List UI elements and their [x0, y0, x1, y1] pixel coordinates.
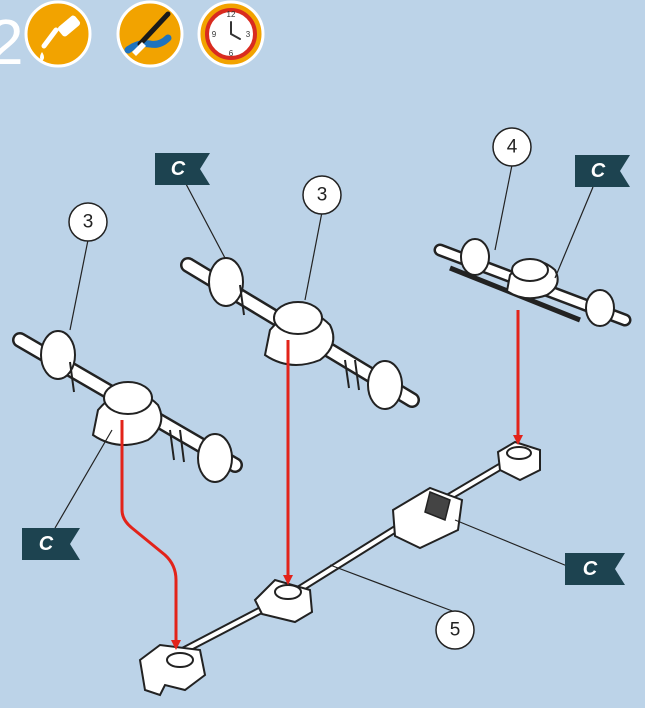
- axle-middle: [180, 257, 420, 410]
- callout-5-label: 5: [450, 620, 461, 641]
- axle-right: [433, 238, 632, 327]
- leader-lines: [54, 164, 594, 613]
- flag-c-top-middle-label: C: [171, 158, 186, 180]
- callout-5: 5: [435, 610, 475, 650]
- callout-3-middle-label: 3: [317, 185, 328, 206]
- callout-3-middle: 3: [302, 175, 342, 215]
- flag-c-left-label: C: [39, 533, 54, 555]
- flag-c-top-right-label: C: [591, 160, 606, 182]
- callout-3-left-label: 3: [83, 212, 94, 233]
- clock-numeral-3: 3: [246, 30, 251, 39]
- axle-left: [12, 330, 243, 483]
- flag-c-right-label: C: [583, 558, 598, 580]
- callout-4: 4: [492, 127, 532, 167]
- callout-3-left: 3: [68, 202, 108, 242]
- flag-c-right: C: [565, 553, 625, 585]
- glue-icon: [24, 0, 92, 68]
- paintbrush-icon: [116, 0, 184, 68]
- callout-4-label: 4: [507, 137, 518, 158]
- flag-c-top-middle: C: [155, 153, 210, 185]
- clock-numeral-9: 9: [212, 30, 217, 39]
- clock-icon: 12 3 6 9: [197, 0, 265, 68]
- drive-shaft: [138, 440, 541, 697]
- arrow-left-axle: [120, 420, 181, 650]
- clock-numeral-12: 12: [227, 10, 236, 19]
- clock-numeral-6: 6: [229, 49, 234, 58]
- flag-c-left: C: [22, 528, 80, 560]
- step-number: 2: [0, 6, 24, 78]
- flag-c-top-right: C: [575, 155, 630, 187]
